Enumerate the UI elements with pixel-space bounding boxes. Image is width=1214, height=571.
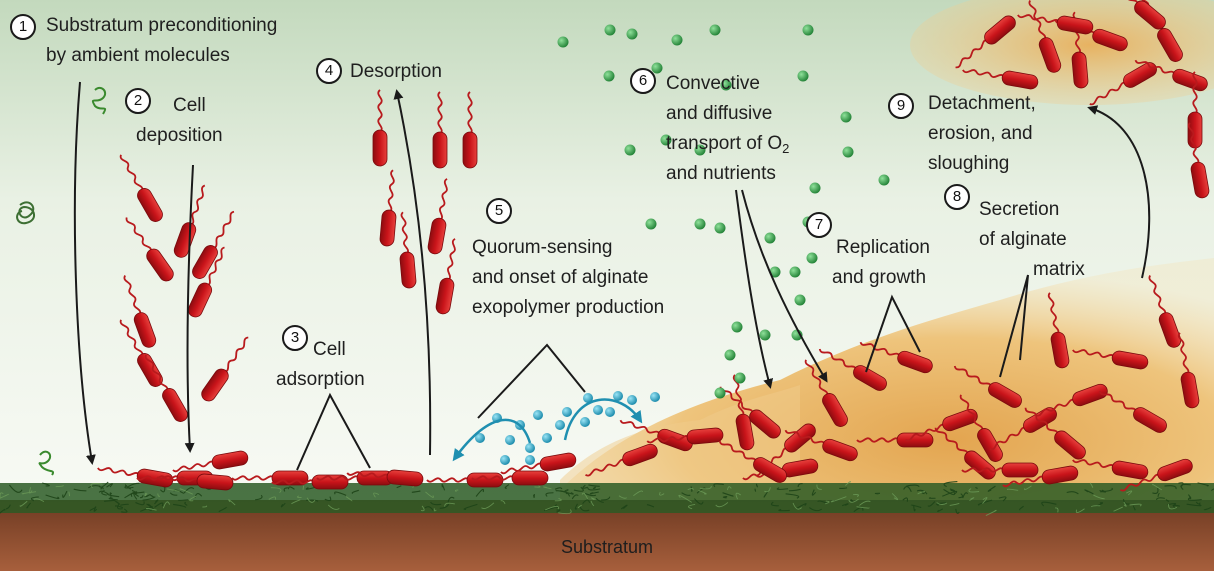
quorum-signal-molecule bbox=[525, 455, 535, 465]
nutrient-particle bbox=[652, 63, 663, 74]
quorum-signal-molecule bbox=[555, 420, 565, 430]
nutrient-particle bbox=[735, 373, 746, 384]
nutrient-particle bbox=[790, 267, 801, 278]
conditioning-film bbox=[0, 483, 1214, 513]
step-2-label-line2: deposition bbox=[136, 124, 223, 148]
quorum-signal-molecule bbox=[580, 417, 590, 427]
step-7-label-line2: and growth bbox=[832, 266, 926, 290]
step-1-number: 1 bbox=[10, 14, 36, 40]
nutrient-particle bbox=[715, 388, 726, 399]
step-9-label-line2: erosion, and bbox=[928, 122, 1033, 146]
step-6-label-line1: Convective bbox=[666, 72, 760, 96]
nutrient-particle bbox=[558, 37, 569, 48]
quorum-signal-molecule bbox=[500, 455, 510, 465]
nutrient-particle bbox=[760, 330, 771, 341]
nutrient-particle bbox=[695, 219, 706, 230]
quorum-signal-molecule bbox=[505, 435, 515, 445]
nutrient-particle bbox=[672, 35, 683, 46]
step-6-label-line2: and diffusive bbox=[666, 102, 772, 126]
nutrient-particle bbox=[625, 145, 636, 156]
step-4-number: 4 bbox=[316, 58, 342, 84]
quorum-signal-molecule bbox=[562, 407, 572, 417]
quorum-signal-molecule bbox=[593, 405, 603, 415]
step-8-label-line3: matrix bbox=[1033, 258, 1085, 282]
step-5-label-line3: exopolymer production bbox=[472, 296, 664, 320]
nutrient-particle bbox=[646, 219, 657, 230]
nutrient-particle bbox=[843, 147, 854, 158]
nutrient-particle bbox=[710, 25, 721, 36]
nutrient-particle bbox=[803, 25, 814, 36]
nutrient-particle bbox=[715, 223, 726, 234]
nutrient-particle bbox=[627, 29, 638, 40]
nutrient-particle bbox=[605, 25, 616, 36]
nutrient-particle bbox=[725, 350, 736, 361]
step-5-label-line1: Quorum-sensing bbox=[472, 236, 612, 260]
step-9-label-line1: Detachment, bbox=[928, 92, 1036, 116]
nutrient-particle bbox=[807, 253, 818, 264]
quorum-signal-molecule bbox=[650, 392, 660, 402]
step-5-number: 5 bbox=[486, 198, 512, 224]
step-8-label-line2: of alginate bbox=[979, 228, 1067, 252]
step-1-label-line1: Substratum preconditioning bbox=[46, 14, 277, 38]
quorum-signal-molecule bbox=[542, 433, 552, 443]
step-6-transport-text: transport of O bbox=[666, 133, 782, 154]
substratum-label: Substratum bbox=[0, 537, 1214, 558]
step-3-number: 3 bbox=[282, 325, 308, 351]
quorum-signal-molecule bbox=[627, 395, 637, 405]
nutrient-particle bbox=[841, 112, 852, 123]
nutrient-particle bbox=[732, 322, 743, 333]
step-8-label-line1: Secretion bbox=[979, 198, 1059, 222]
step-1-label-line2: by ambient molecules bbox=[46, 44, 230, 68]
step-6-subscript: 2 bbox=[782, 141, 789, 156]
nutrient-particle bbox=[798, 71, 809, 82]
step-4-label: Desorption bbox=[350, 60, 442, 84]
nutrient-particle bbox=[810, 183, 821, 194]
step-7-label-line1: Replication bbox=[836, 236, 930, 260]
step-9-number: 9 bbox=[888, 93, 914, 119]
quorum-signal-molecule bbox=[533, 410, 543, 420]
step-6-label-line3: transport of O2 bbox=[666, 132, 789, 161]
nutrient-particle bbox=[795, 295, 806, 306]
step-6-number: 6 bbox=[630, 68, 656, 94]
step-9-label-line3: sloughing bbox=[928, 152, 1009, 176]
step-2-label-line1: Cell bbox=[173, 94, 206, 118]
step-2-number: 2 bbox=[125, 88, 151, 114]
quorum-signal-molecule bbox=[613, 391, 623, 401]
quorum-signal-molecule bbox=[525, 443, 535, 453]
nutrient-particle bbox=[879, 175, 890, 186]
step-8-number: 8 bbox=[944, 184, 970, 210]
step-3-label-line1: Cell bbox=[313, 338, 346, 362]
step-6-label-line4: and nutrients bbox=[666, 162, 776, 186]
quorum-signal-molecule bbox=[605, 407, 615, 417]
nutrient-particle bbox=[604, 71, 615, 82]
step-3-label-line2: adsorption bbox=[276, 368, 365, 392]
step-5-label-line2: and onset of alginate bbox=[472, 266, 648, 290]
step-7-number: 7 bbox=[806, 212, 832, 238]
nutrient-particle bbox=[765, 233, 776, 244]
